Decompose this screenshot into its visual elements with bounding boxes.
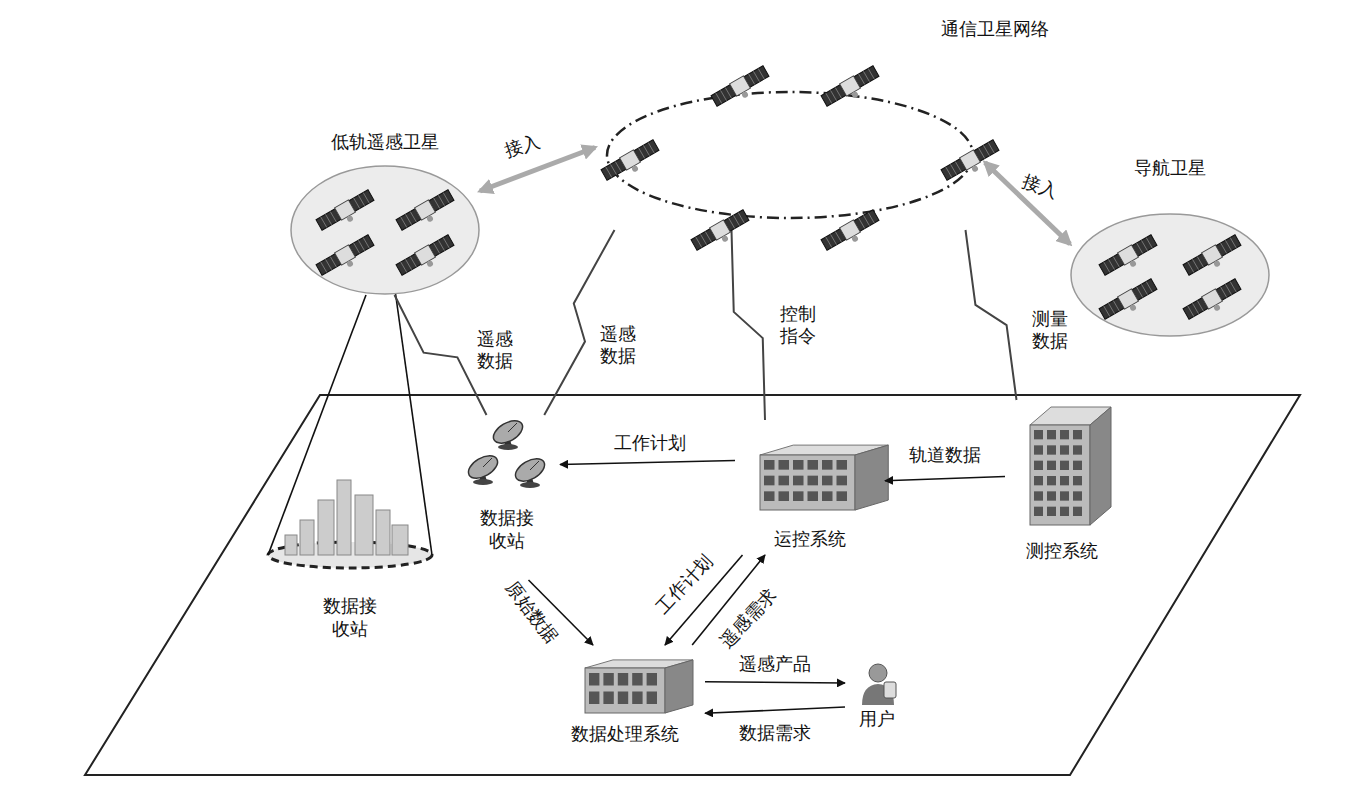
- node-outline: [290, 165, 480, 295]
- dish-antenna: [490, 416, 527, 450]
- edge-label: 遥感需求: [714, 583, 782, 653]
- access-arrow: [480, 148, 595, 192]
- tracking-building-icon: [1030, 407, 1111, 525]
- city-illustration: [268, 480, 432, 568]
- edge-label: 接入: [500, 130, 545, 163]
- node-label: 数据接收站: [321, 595, 379, 640]
- flow-arrow: [705, 682, 845, 683]
- edge-label: 工作计划: [650, 549, 718, 619]
- edge-label: 控制指令: [777, 303, 819, 346]
- access-arrow: [985, 163, 1070, 245]
- flow-arrow: [885, 477, 1005, 481]
- satellite-group: 导航卫星: [1070, 213, 1270, 337]
- node-label: 数据接收站: [478, 507, 536, 552]
- node-outline: [595, 80, 985, 230]
- satellite-network-ring: 通信卫星网络: [595, 80, 985, 230]
- dish-antenna: [512, 454, 549, 488]
- satellite-icon: [396, 234, 458, 281]
- satellite-icon: [691, 209, 753, 256]
- satellite-icon: [1099, 278, 1161, 325]
- tracking-building: 测控系统: [1005, 400, 1120, 570]
- node-label: 用户: [859, 708, 895, 731]
- flow-arrow: [705, 707, 845, 713]
- coverage-line: [395, 290, 432, 555]
- user-figure: [862, 664, 896, 705]
- node-label: 运控系统: [774, 528, 846, 551]
- node-label: 导航卫星: [1134, 157, 1206, 180]
- dish-antenna: [465, 451, 502, 485]
- edge-label: 原始数据: [500, 575, 564, 648]
- edge-label: 测量数据: [1029, 308, 1071, 351]
- edge-label: 接入: [1018, 169, 1063, 203]
- flow-arrow: [560, 461, 735, 465]
- receiving-station: 数据接收站: [455, 415, 560, 580]
- edge-label: 数据需求: [737, 722, 813, 744]
- processing-building-icon: [585, 660, 693, 713]
- control-building-icon: [760, 445, 888, 510]
- satellite-icon: [941, 139, 1003, 186]
- satellite-icon: [1183, 234, 1245, 281]
- satellite-group: 低轨遥感卫星: [290, 165, 480, 295]
- edge-label: 工作计划: [612, 432, 688, 454]
- control-building: 运控系统: [735, 420, 885, 555]
- edge-label: 遥感数据: [597, 323, 639, 366]
- edge-label: 遥感产品: [737, 653, 813, 675]
- wireless-link: [732, 230, 766, 420]
- satellite-icon: [821, 65, 883, 112]
- wireless-link: [395, 295, 487, 415]
- node-label: 低轨遥感卫星: [331, 131, 439, 154]
- satellite-icon: [316, 234, 378, 281]
- satellite-icon: [1099, 234, 1161, 281]
- ground-plane: [85, 395, 1300, 775]
- wireless-link: [966, 230, 1017, 400]
- satellite-icon: [316, 189, 378, 236]
- edge-label: 遥感数据: [474, 328, 516, 371]
- node-label: 测控系统: [1026, 540, 1098, 563]
- processing-building: 数据处理系统: [545, 645, 705, 750]
- node-label: 数据处理系统: [571, 723, 679, 746]
- satellite-icon: [711, 65, 773, 112]
- coverage-line: [268, 295, 366, 555]
- satellite-icon: [1183, 278, 1245, 325]
- satellite-icon: [821, 209, 883, 256]
- user-icon: 用户: [845, 655, 910, 735]
- city-station: 数据接收站: [268, 470, 432, 655]
- satellite-icon: [396, 189, 458, 236]
- node-outline: [1070, 213, 1270, 337]
- edge-label: 轨道数据: [907, 444, 983, 466]
- satellite-icon: [601, 139, 663, 186]
- node-label: 通信卫星网络: [941, 18, 1049, 41]
